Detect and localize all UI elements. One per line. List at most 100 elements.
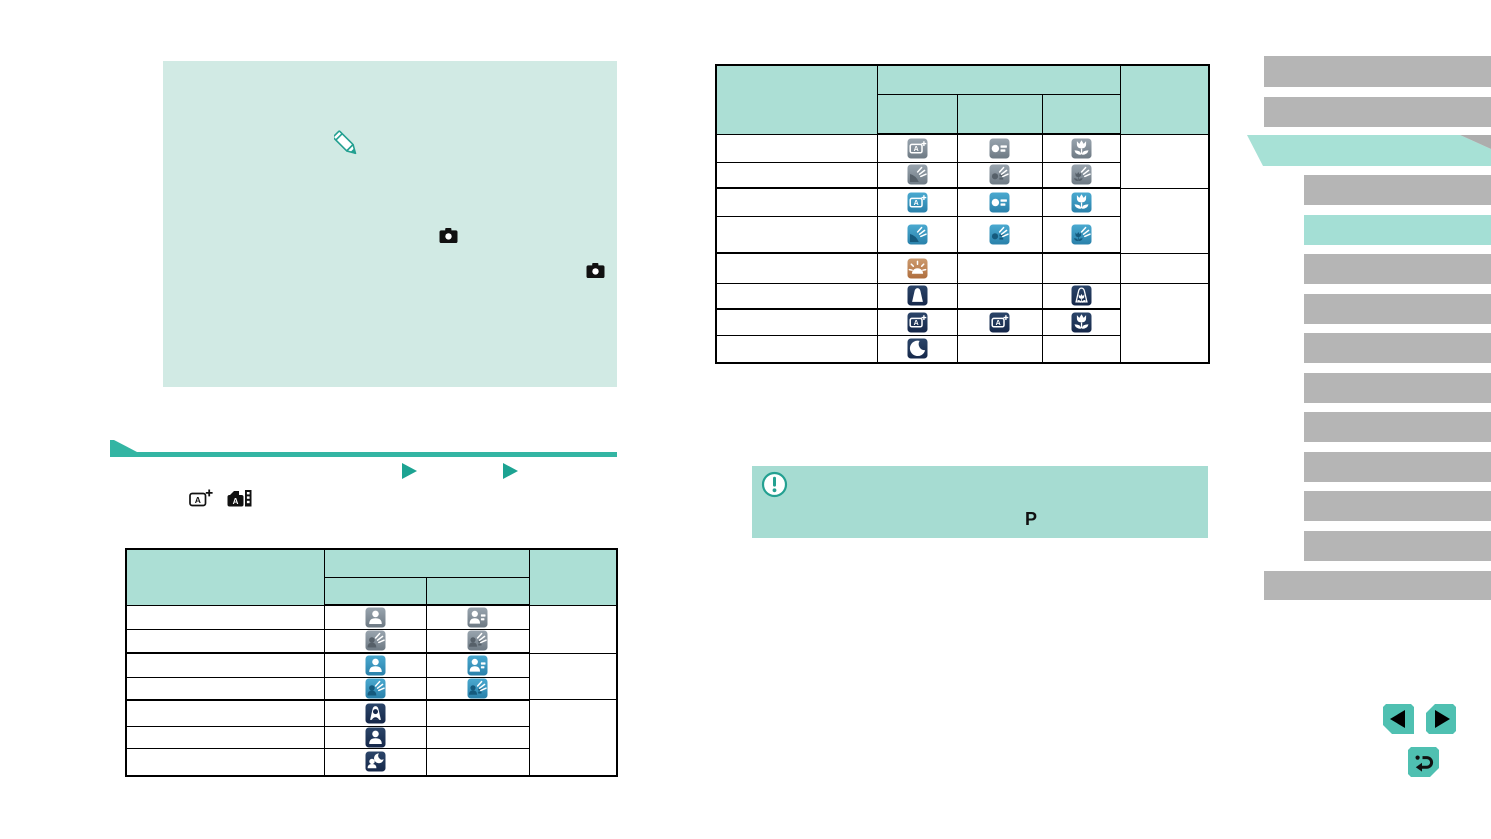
person-spotlight-icon <box>365 703 385 724</box>
remarks-cell <box>528 652 618 700</box>
empty-cell <box>956 252 1043 284</box>
empty-cell <box>1041 252 1121 284</box>
moon-cell <box>876 334 958 364</box>
person-moving-cell <box>425 604 530 630</box>
sunset-icon <box>907 258 927 279</box>
note-box <box>163 61 617 387</box>
person-icon <box>365 607 385 628</box>
spotlight-icon <box>907 285 927 306</box>
sidebar-chapter-7[interactable] <box>1304 412 1491 442</box>
macro-cell <box>1041 308 1121 336</box>
person-cell <box>323 604 427 630</box>
table-row <box>715 161 1209 189</box>
person-moving-icon <box>467 655 488 676</box>
moon-icon <box>907 338 927 359</box>
sidebar-chapter-3[interactable] <box>1304 254 1491 284</box>
sunset-cell <box>876 252 958 284</box>
person-moving-backlit-icon <box>467 678 488 698</box>
prev-page-button[interactable] <box>1383 704 1414 734</box>
auto-cell <box>876 161 958 189</box>
remarks-cell <box>1119 133 1210 189</box>
movie-auto-icon: A <box>227 490 252 507</box>
macro-spotlight-icon <box>1071 285 1091 306</box>
row-label-cell <box>125 676 325 701</box>
row-label-cell <box>715 187 878 217</box>
sidebar-chapter-10[interactable] <box>1304 530 1491 561</box>
people-scene-icons-table <box>125 548 618 777</box>
subheader-cell <box>1041 93 1121 135</box>
sidebar-chapter-2-active[interactable] <box>1304 214 1491 245</box>
sidebar-chapter-6[interactable] <box>1304 372 1491 403</box>
macro-cell <box>1041 215 1121 254</box>
row-label-cell <box>125 699 325 727</box>
person-backlit-icon <box>365 630 385 651</box>
table-row: A <box>715 187 1210 254</box>
play-arrow-icon <box>503 463 518 479</box>
remarks-cell <box>528 604 618 654</box>
ribbon-band <box>1247 135 1491 166</box>
sidebar-chapter-4[interactable] <box>1304 293 1491 324</box>
sidebar-chapter-9[interactable] <box>1304 491 1491 521</box>
spotlight-cell <box>876 282 958 310</box>
auto-icon: A <box>989 312 1010 333</box>
remarks-cell <box>1119 187 1210 254</box>
sidebar-tab-before-use[interactable] <box>1264 56 1491 87</box>
sidebar-tab-index[interactable] <box>1264 571 1491 600</box>
person-cell <box>323 726 427 749</box>
auto-cell <box>876 215 958 254</box>
person-moving-icon <box>467 607 488 628</box>
table-row <box>125 628 617 654</box>
macro-spotlight-cell <box>1041 282 1121 310</box>
person-moving-cell <box>425 628 530 654</box>
sidebar-chapter-5[interactable] <box>1304 333 1491 363</box>
moving-backlit-icon <box>989 164 1010 185</box>
person-cell <box>323 652 427 678</box>
auto-cell: A <box>956 308 1043 336</box>
auto-backlit-icon <box>907 164 927 185</box>
camera-icon <box>439 228 458 243</box>
sidebar-chapter-1[interactable] <box>1304 175 1491 205</box>
table-row <box>125 604 618 654</box>
moving-icon <box>989 192 1010 213</box>
return-button[interactable] <box>1408 747 1439 777</box>
header-group-cell <box>323 548 530 578</box>
svg-text:A: A <box>996 320 1001 327</box>
empty-cell <box>956 334 1043 364</box>
macro-cell <box>1041 161 1121 189</box>
sidebar-chapter-8[interactable] <box>1304 451 1491 482</box>
person-icon <box>365 655 385 676</box>
macro-backlit-icon <box>1071 164 1091 185</box>
row-label-cell <box>715 308 878 336</box>
svg-text:A: A <box>233 497 239 506</box>
row-label-cell <box>715 215 878 254</box>
moving-cell <box>956 187 1043 217</box>
row-label-cell <box>125 748 325 776</box>
next-page-button[interactable] <box>1426 704 1456 734</box>
night-person-icon <box>365 751 385 772</box>
moving-cell <box>956 215 1043 254</box>
person-spotlight-cell <box>323 699 427 727</box>
table-row <box>125 652 618 700</box>
moving-cell <box>956 161 1043 189</box>
person-moving-cell <box>425 652 530 678</box>
table-row <box>125 676 617 701</box>
person-moving-backlit-icon <box>467 630 488 651</box>
svg-text:A: A <box>913 200 918 207</box>
sidebar-ribbon-advanced-guide[interactable] <box>1233 135 1491 166</box>
auto-icon: A <box>907 312 927 333</box>
header-label-cell <box>125 548 325 606</box>
moving-cell <box>956 133 1043 163</box>
macro-cell <box>1041 133 1121 163</box>
table-row <box>715 215 1209 254</box>
return-arrow-icon <box>1415 755 1433 772</box>
empty-cell <box>956 282 1043 310</box>
sidebar-tab-basic-guide[interactable] <box>1264 97 1491 127</box>
moving-icon <box>989 138 1010 159</box>
night-person-cell <box>323 748 427 776</box>
macro-icon <box>1071 192 1091 213</box>
header-group-cell <box>876 64 1121 95</box>
triangle-right-icon <box>1435 710 1450 728</box>
